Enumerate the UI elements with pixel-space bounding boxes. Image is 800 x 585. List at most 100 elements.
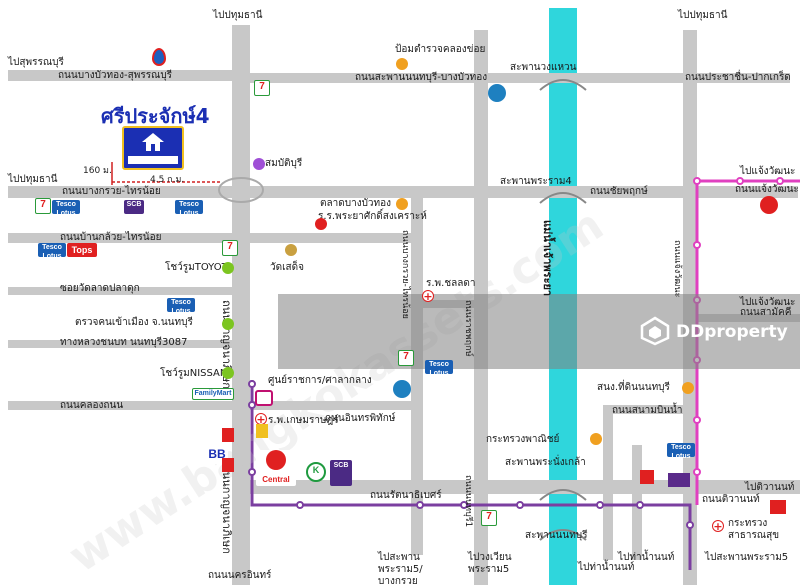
scb-logo: SCB xyxy=(124,200,144,214)
big-c-icon-3 xyxy=(222,458,234,472)
sombatburi-marker xyxy=(253,158,265,170)
ddproperty-banner xyxy=(278,294,800,369)
label-sanambinnam: ถนนสะพานนนทบุรี-บางบัวทอง xyxy=(355,72,488,83)
ddproperty-text: DDproperty xyxy=(676,322,788,342)
family-mart-logo: FamilyMart xyxy=(192,388,234,400)
land-office-marker xyxy=(682,382,694,394)
label-school: ร.ร.พระยาศักดิ์สงเคราะห์ xyxy=(318,211,427,222)
label-to-rama5-right: ไปสะพานพระราม5 xyxy=(705,552,789,563)
road-sanambinnam2 xyxy=(603,405,693,414)
ministry-commerce-marker xyxy=(590,433,602,445)
road-3087 xyxy=(8,340,234,348)
tesco-logo: Tesco Lotus xyxy=(175,200,203,217)
road-bangbuathong xyxy=(8,70,240,81)
nissan-marker xyxy=(222,367,234,379)
talad-marker xyxy=(396,198,408,210)
road-bangkruai-v xyxy=(411,195,423,555)
ministry-health-icon: + xyxy=(712,520,724,533)
label-inthaphap: ถนนอินทรพิทักษ์ xyxy=(325,413,396,424)
label-talad-bangbuathong: ตลาดบางบัวทอง xyxy=(320,198,392,209)
label-toyota: โชว์รูมTOYOTA xyxy=(165,262,234,273)
label-3087: ทางหลวงชนบท นนทบุรี3087 xyxy=(60,337,188,348)
scb-logo: SCB xyxy=(330,460,352,486)
road-chaiyaphruek xyxy=(8,186,798,198)
toyota-marker xyxy=(222,262,234,274)
road-klongthanon xyxy=(8,401,234,410)
talad-s-icon xyxy=(315,218,327,230)
road-rattanathibet xyxy=(250,480,800,494)
label-saphan-nonthaburi: สะพานนนทบุรี xyxy=(525,530,588,541)
road-banklong xyxy=(8,233,418,243)
seven-eleven-logo: 7 xyxy=(35,198,51,214)
label-govt-center: ศูนย์ราชการ/ศาลากลาง xyxy=(268,375,372,386)
label-to-chaengwattana-2: ไปแจ้งวัฒนะ xyxy=(740,297,796,308)
seven-eleven-logo: 7 xyxy=(222,240,238,256)
label-bangkruai-v: ถนนบางกรวย-ไทรน้อย xyxy=(400,230,410,319)
bank-bay-icon xyxy=(488,84,506,102)
label-nissan: โชว์รูมNISSAN xyxy=(160,368,228,379)
road-sanambinnam xyxy=(240,73,790,83)
label-phranangklao: สะพานพระนั่งเกล้า xyxy=(505,457,586,468)
label-bottom-nakhon-in: ถนนนครอินทร์ xyxy=(208,570,272,581)
central-icon-small xyxy=(640,470,654,484)
label-to-wongwian: ไปวงเวียน พระราม5 xyxy=(468,552,512,575)
label-wongwaen: สะพานวงแหวน xyxy=(510,62,577,73)
label-kanchanaphisek-2: ถนนกาญจนาภิเษก xyxy=(220,465,233,554)
label-prachachuen: ถนนประชาชื่น-ปากเกร็ด xyxy=(685,72,791,83)
ptt-icon xyxy=(152,48,166,66)
scale-horizontal: 4.5 ก.ม. xyxy=(150,175,185,185)
project-title: ศรีประจักษ์4 xyxy=(101,104,210,128)
purple-line xyxy=(250,380,692,570)
label-chaengwattana-v: ถนนแจ้งวัฒนะ xyxy=(672,240,682,298)
label-bangbuathong: ถนนบางบัวทอง-สุพรรณบุรี xyxy=(58,70,173,81)
label-immigration: ตรวจคนเข้าเมือง จ.นนทบุรี xyxy=(75,317,193,328)
scale-vertical: 160 ม. xyxy=(83,166,112,176)
label-samakkhi: ถนนสามัคคี xyxy=(740,307,792,318)
cholada-hospital-icon: + xyxy=(422,290,434,303)
mall-icon xyxy=(668,473,690,487)
tesco-logo: Tesco Lotus xyxy=(425,360,453,377)
road-kanchanaphisek xyxy=(232,25,250,585)
label-to-rama5: ไปสะพานพระราม5/บางกรวย xyxy=(378,552,423,585)
kbank-logo: K xyxy=(306,462,326,482)
label-sombatburi: สมบัติบุรี xyxy=(265,158,303,169)
label-rattanathibet: ถนนรัตนาธิเบศร์ xyxy=(370,490,442,501)
central-sun-icon xyxy=(266,450,286,470)
house-icon xyxy=(142,133,164,151)
label-top-left-pathum: ไปปทุมธานี xyxy=(213,10,263,21)
project-logo xyxy=(122,126,184,170)
label-top-right-pathum: ไปปทุมธานี xyxy=(678,10,728,21)
label-ministry-health: กระทรวง สาธารณสุข xyxy=(728,518,780,541)
tesco-logo: Tesco Lotus xyxy=(667,443,695,460)
seven-eleven-logo: 7 xyxy=(398,350,414,366)
tesco-logo: Tesco Lotus xyxy=(52,200,80,217)
road-soi xyxy=(8,287,234,295)
tesco-logo: Tesco Lotus xyxy=(38,243,66,260)
label-tiwanon-road: ถนนติวานนท์ xyxy=(702,494,760,505)
label-banklong: ถนนบ้านกล้วย-ไทรน้อย xyxy=(60,232,162,243)
label-to-tiwanon: ไปติวานนท์ xyxy=(745,482,795,493)
label-chaiyaphruek: ถนนชัยพฤกษ์ xyxy=(590,186,648,197)
label-klongthanon: ถนนคลองถนน xyxy=(60,400,124,411)
ktc-icon xyxy=(770,500,786,514)
central-icon-right xyxy=(760,196,778,214)
label-kasemrat: ร.พ.เกษมราษฎร์ xyxy=(268,415,339,426)
label-suphanburi: ไปสุพรรณบุรี xyxy=(8,57,64,68)
label-bangkruai: ถนนบางกรวย-ไทรน้อย xyxy=(62,186,161,197)
label-sanambinnam2: ถนนสนามบินน้ำ xyxy=(612,405,683,416)
seven-eleven-logo: 7 xyxy=(481,510,497,526)
label-rama4: สะพานพระราม4 xyxy=(500,176,572,187)
police-box-marker xyxy=(396,58,408,70)
label-land-office: สนง.ที่ดินนนทบุรี xyxy=(597,382,670,393)
label-soi: ซอยวัดลาดปลาดุก xyxy=(60,283,140,294)
label-to-chaengwattana-1: ไปแจ้งวัฒนะ xyxy=(740,166,796,177)
label-ratchaphruek-v: ถนนราชพฤกษ์ xyxy=(463,300,473,357)
big-c-icon-2 xyxy=(222,428,234,442)
label-chaengwattana: ถนนแจ้งวัฒนะ xyxy=(735,184,799,195)
bank-bay-icon xyxy=(393,380,411,398)
label-cholada: ร.พ.ชลลดา xyxy=(426,278,476,289)
ddproperty-logo-icon xyxy=(640,316,670,346)
wat-marker xyxy=(285,244,297,256)
